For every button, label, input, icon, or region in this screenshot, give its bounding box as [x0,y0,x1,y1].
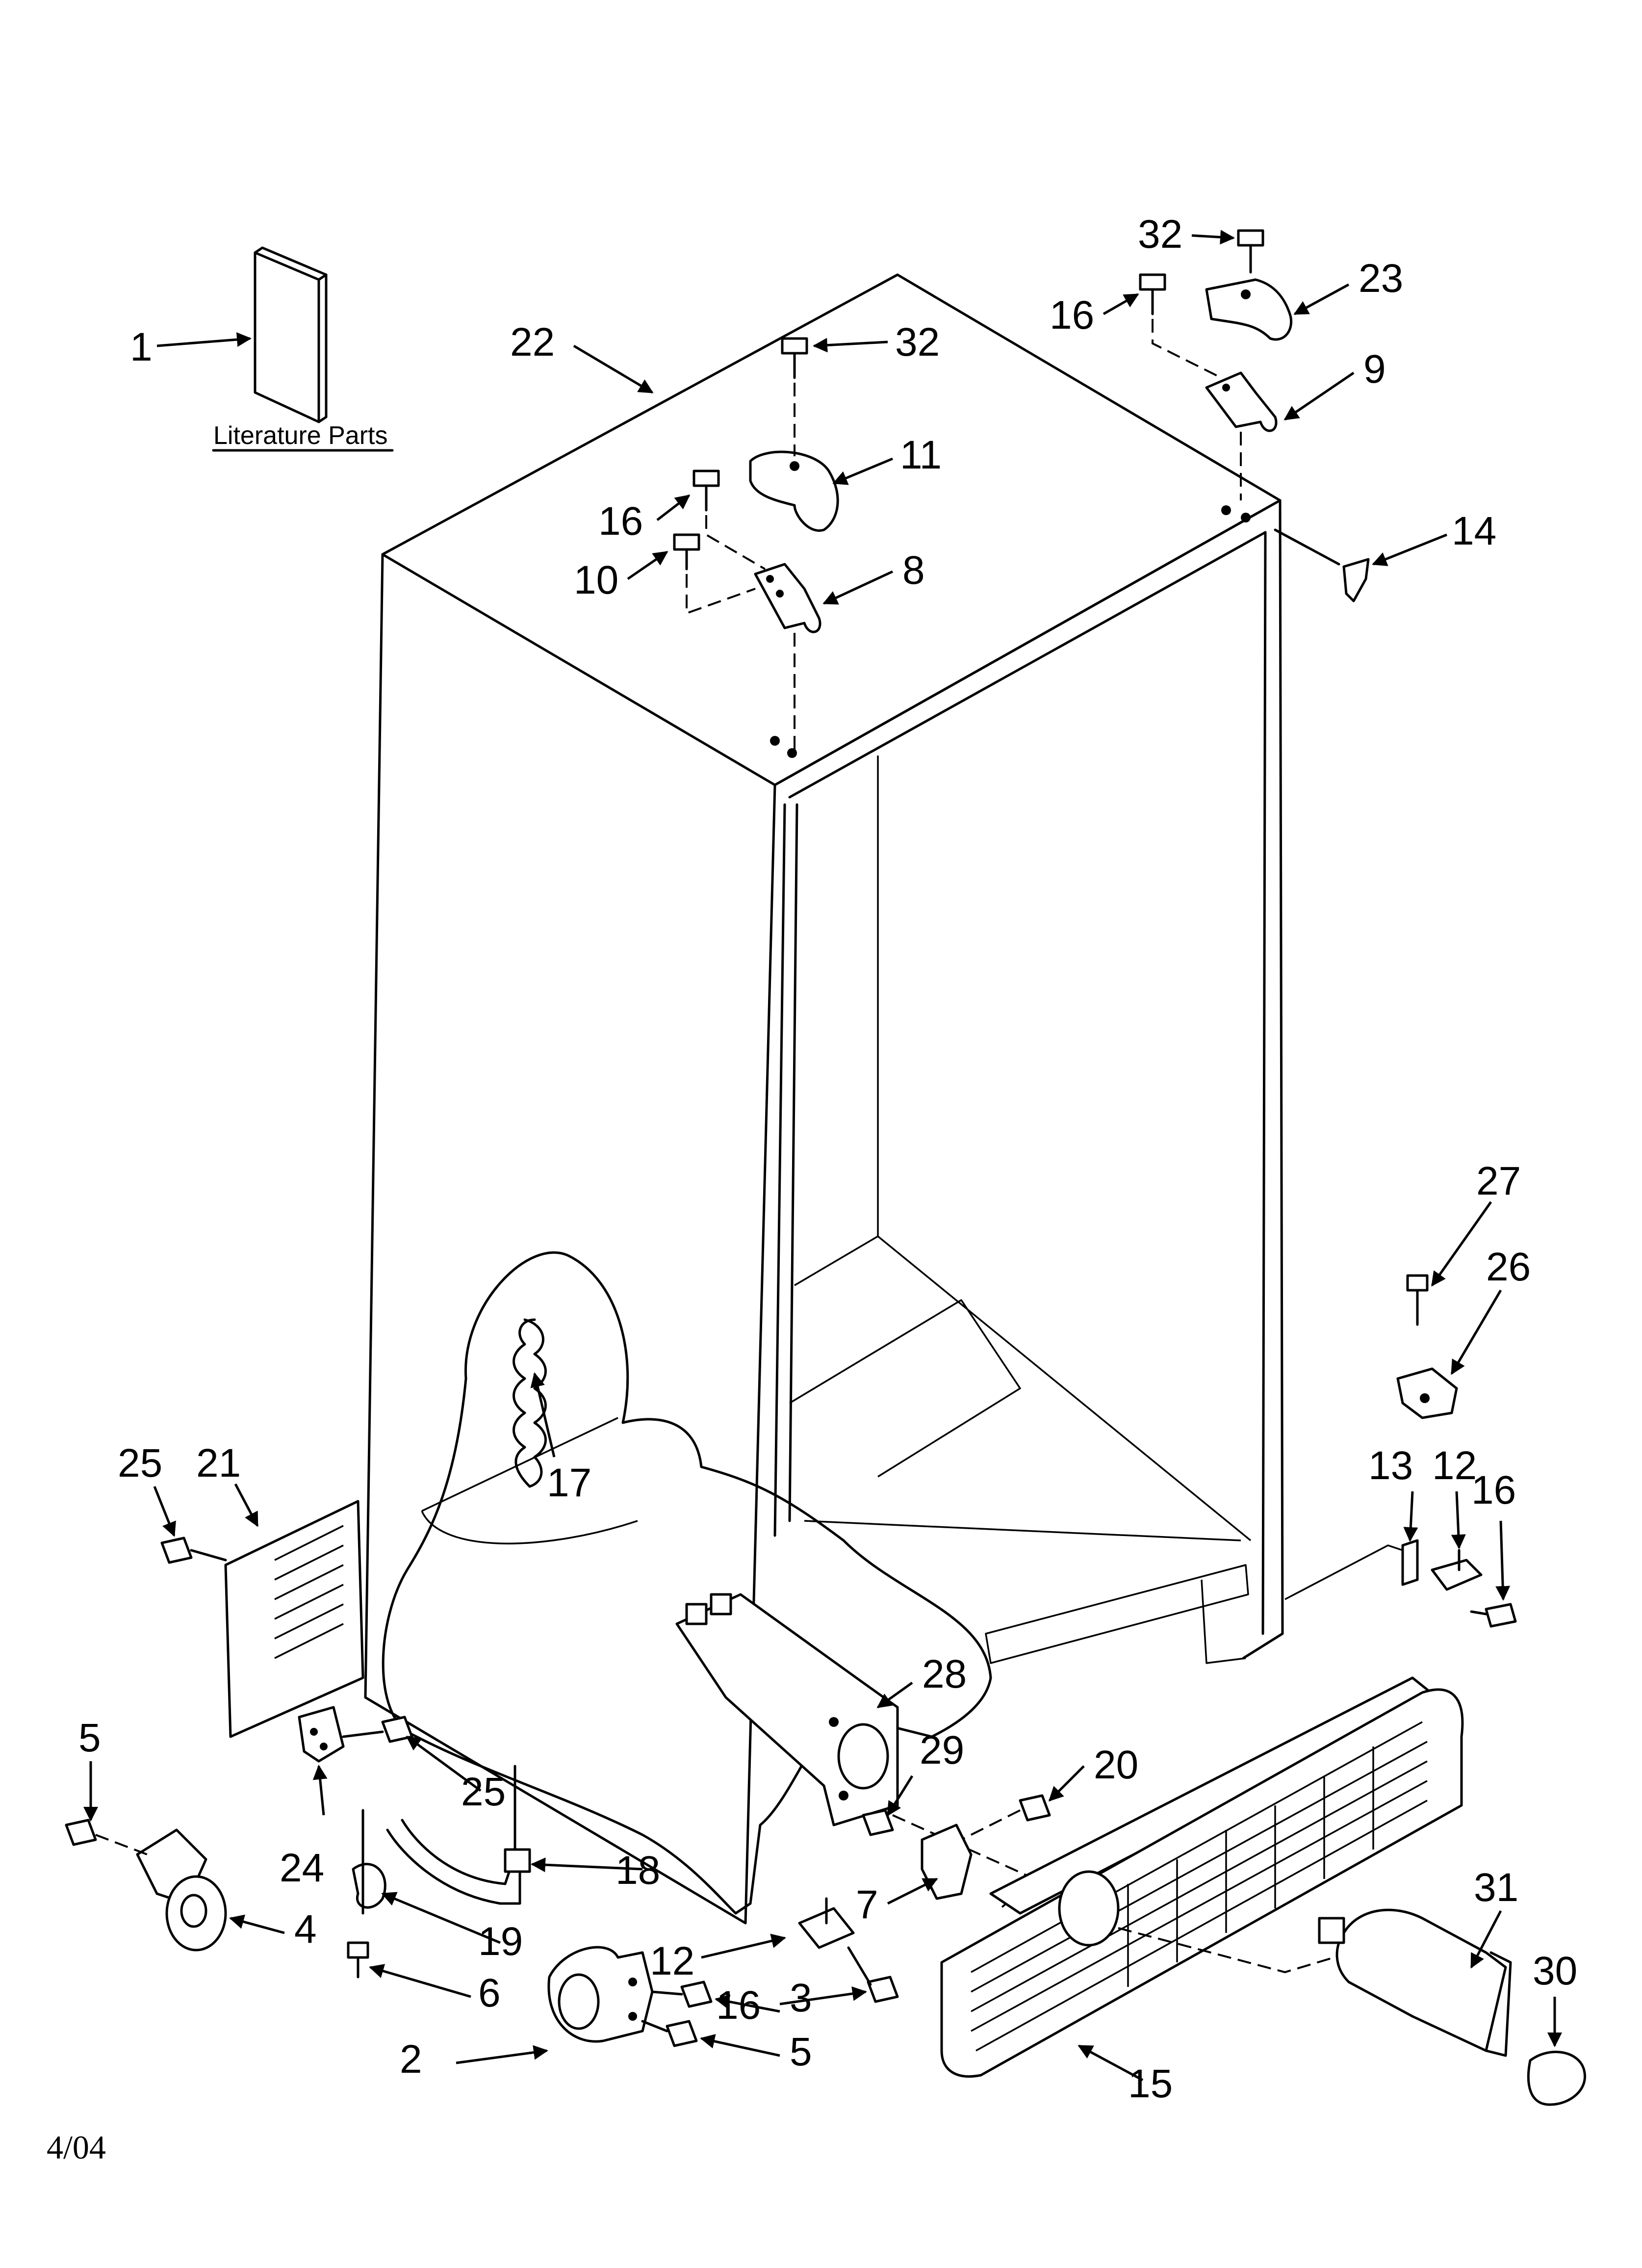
guide-line-10 [686,574,756,615]
callout-2: 2 [400,2037,422,2082]
filter-31 [1318,1908,1512,2057]
screw-25-left [160,1537,227,1564]
callout-26: 26 [1486,1245,1531,1289]
callout-3: 3 [790,1976,812,2020]
callout-27: 27 [1476,1159,1521,1203]
callout-5-left: 5 [78,1716,101,1760]
callout-labels: 1 2 3 4 5 5 6 7 8 9 10 11 12 12 13 14 15… [78,212,1577,2106]
callout-23: 23 [1359,256,1403,301]
bracket-26 [1396,1367,1458,1419]
rear-panel-21 [224,1500,364,1738]
clamp-19 [352,1809,386,1915]
screw-20 [961,1794,1051,1841]
callout-18: 18 [616,1848,660,1893]
shim-13 [1401,1539,1419,1586]
tube-18 [386,1765,531,1905]
callout-16-center: 16 [716,1983,761,2028]
callout-7: 7 [856,1882,878,1927]
callout-21: 21 [196,1441,241,1486]
bracket-12-right [1431,1549,1483,1591]
screw-32-mid [781,337,808,379]
hinge-9 [1205,371,1278,432]
screw-16-mid [693,469,720,512]
screw-16-right [1470,1603,1517,1628]
hole [1241,513,1251,522]
callout-10: 10 [574,558,618,602]
date-code: 4/04 [47,2129,106,2166]
guide-line-16-mid [705,515,766,570]
hole [1221,505,1231,515]
cabinet-base-rail [1284,1544,1403,1600]
motor-2 [547,1946,654,2043]
callout-16-mid: 16 [598,499,643,544]
screw-27 [1406,1274,1429,1326]
hole [787,748,797,758]
bracket-24 [298,1706,345,1763]
callout-22: 22 [510,320,555,365]
callout-16-top: 16 [1050,293,1094,338]
hinge-cover-23 [1205,278,1293,341]
drain-spring [513,1318,547,1488]
cap-30 [1527,2051,1586,2106]
cabinet [364,273,1284,1925]
hole [770,736,780,746]
callout-25-left: 25 [118,1441,162,1486]
callout-32-top: 32 [1138,212,1182,257]
screw-16-center [847,1946,899,2003]
callout-11: 11 [900,433,942,477]
screw-5-left [65,1819,148,1855]
callout-17: 17 [547,1460,591,1505]
callout-4: 4 [294,1907,317,1952]
callout-16-right: 16 [1471,1468,1516,1512]
callout-9: 9 [1363,347,1386,391]
callout-5-center: 5 [790,2030,812,2074]
callout-24: 24 [280,1846,324,1890]
callout-20: 20 [1094,1743,1138,1787]
bracket-7 [921,1824,973,1900]
callout-1: 1 [130,325,153,369]
screw-29 [862,1809,894,1836]
guide-line-filter [1118,1927,1334,1974]
callout-30: 30 [1533,1949,1577,1993]
callout-29: 29 [920,1728,964,1773]
callout-19: 19 [478,1919,523,1964]
hinge-8 [754,563,821,633]
callout-6: 6 [478,1971,501,2015]
literature-booklet [254,246,328,423]
callout-32-mid: 32 [895,320,940,365]
callout-12-right: 12 [1432,1443,1477,1488]
callout-15: 15 [1128,2061,1173,2106]
screw-5-center [641,2020,698,2047]
screw-10 [673,533,700,571]
roller-4 [136,1828,227,1952]
callout-14: 14 [1452,509,1496,553]
screw-6 [347,1941,369,1979]
guide-line-16-top [1152,319,1222,379]
literature-caption: Literature Parts [213,421,388,450]
screw-32-top [1237,229,1264,274]
screw-16-top [1139,273,1166,315]
callout-12-center: 12 [650,1939,694,1983]
screw-25-lower [342,1716,413,1743]
callout-31: 31 [1474,1865,1518,1910]
hinge-cover-11 [749,450,839,532]
bracket-12-center [798,1897,855,1949]
clip-14 [1274,528,1370,602]
leader-arrows [83,230,1562,2082]
grille-15 [940,1676,1464,2078]
callout-28: 28 [922,1652,967,1696]
callout-13: 13 [1368,1443,1413,1488]
callout-25-lower: 25 [461,1770,506,1814]
callout-8: 8 [902,548,925,593]
screw-3 [651,1981,713,2008]
